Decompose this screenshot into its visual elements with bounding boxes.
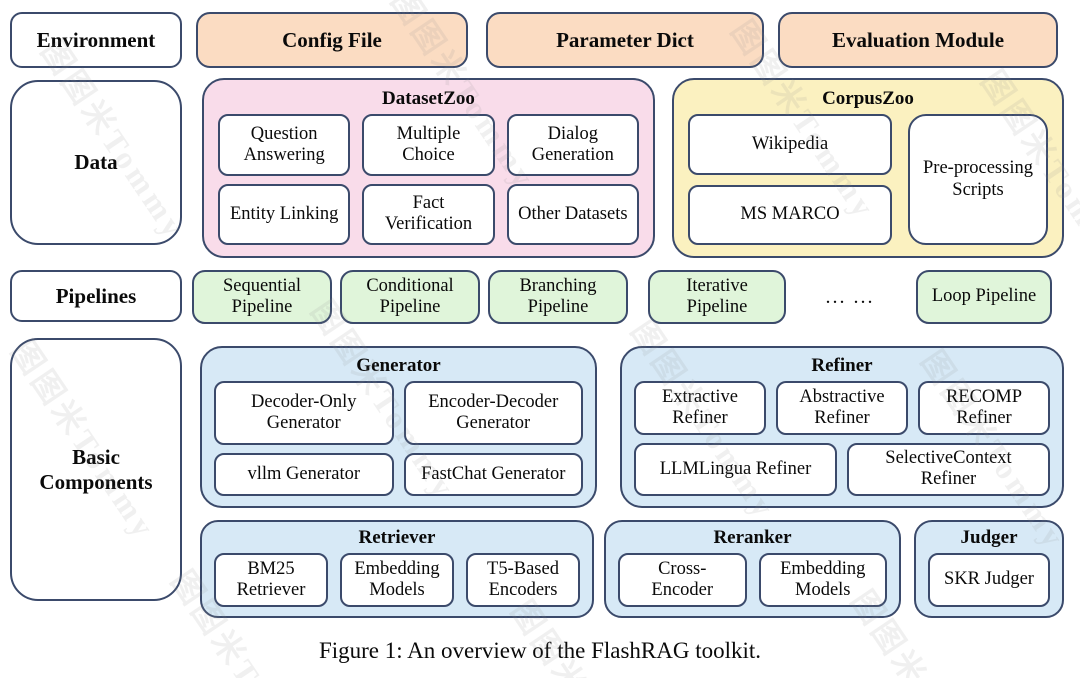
refiner-item-llmlingua: LLMLingua Refiner [634,442,837,496]
generator-title: Generator [356,355,441,376]
retriever-item-t5-encoders: T5-Based Encoders [466,553,580,607]
refiner-group: Refiner Extractive Refiner Abstractive R… [620,346,1064,508]
retriever-items: BM25 Retriever Embedding Models T5-Based… [214,553,580,607]
generator-item-decoder-only: Decoder-Only Generator [214,381,394,446]
datasetzoo-title: DatasetZoo [382,88,475,109]
refiner-item-selectivecontext: SelectiveContext Refiner [847,442,1050,496]
retriever-title: Retriever [358,527,436,548]
refiner-item-recomp: RECOMP Refiner [918,381,1050,435]
dataset-item-question-answering: Question Answering [218,114,351,176]
refiner-item-abstractive: Abstractive Refiner [776,381,908,435]
generator-items: Decoder-Only Generator Encoder-Decoder G… [214,381,583,496]
generator-item-vllm: vllm Generator [214,453,394,496]
generator-group: Generator Decoder-Only Generator Encoder… [200,346,597,508]
retriever-item-embedding-models: Embedding Models [340,553,454,607]
judger-group: Judger SKR Judger [914,520,1064,618]
corpuszoo-group: CorpusZoo Wikipedia MS MARCO Pre-process… [672,78,1064,258]
corpus-item-ms-marco: MS MARCO [688,184,892,245]
corpuszoo-items: Wikipedia MS MARCO Pre-processing Script… [688,114,1048,245]
corpuszoo-title: CorpusZoo [822,88,914,109]
environment-box-parameter-dict: Parameter Dict [486,12,764,68]
judger-title: Judger [960,527,1018,548]
environment-box-config-file: Config File [196,12,468,68]
row-label-environment: Environment [10,12,182,68]
judger-item-skr: SKR Judger [928,553,1050,607]
generator-item-fastchat: FastChat Generator [403,453,583,496]
reranker-title: Reranker [713,527,792,548]
figure-caption: Figure 1: An overview of the FlashRAG to… [318,638,762,663]
judger-items: SKR Judger [928,553,1050,607]
datasetzoo-items: Question Answering Multiple Choice Dialo… [218,114,639,245]
corpus-item-wikipedia: Wikipedia [688,114,892,175]
refiner-item-extractive: Extractive Refiner [634,381,766,435]
pipeline-box-loop: Loop Pipeline [916,270,1052,324]
refiner-title: Refiner [811,355,873,376]
reranker-group: Reranker Cross-Encoder Embedding Models [604,520,901,618]
dataset-item-other-datasets: Other Datasets [506,183,639,245]
pipeline-box-sequential: Sequential Pipeline [192,270,332,324]
reranker-item-embedding-models: Embedding Models [758,553,887,607]
retriever-group: Retriever BM25 Retriever Embedding Model… [200,520,594,618]
corpuszoo-right-column: Pre-processing Scripts [908,114,1048,245]
generator-item-encoder-decoder: Encoder-Decoder Generator [403,381,583,446]
reranker-items: Cross-Encoder Embedding Models [618,553,887,607]
row-label-basic-components: Basic Components [10,338,182,601]
dataset-item-multiple-choice: Multiple Choice [362,114,495,176]
refiner-row-2: LLMLingua Refiner SelectiveContext Refin… [634,442,1050,496]
row-label-pipelines: Pipelines [10,270,182,322]
dataset-item-entity-linking: Entity Linking [218,183,351,245]
pipeline-ellipsis: ... ... [825,286,875,308]
corpuszoo-left-column: Wikipedia MS MARCO [688,114,892,245]
corpus-item-preprocessing-scripts: Pre-processing Scripts [908,114,1048,245]
environment-box-evaluation-module: Evaluation Module [778,12,1058,68]
refiner-items: Extractive Refiner Abstractive Refiner R… [634,381,1050,496]
pipeline-box-branching: Branching Pipeline [488,270,628,324]
dataset-item-fact-verification: Fact Verification [362,183,495,245]
datasetzoo-group: DatasetZoo Question Answering Multiple C… [202,78,655,258]
reranker-item-cross-encoder: Cross-Encoder [618,553,747,607]
row-label-data: Data [10,80,182,245]
pipeline-box-conditional: Conditional Pipeline [340,270,480,324]
pipeline-box-iterative: Iterative Pipeline [648,270,786,324]
retriever-item-bm25: BM25 Retriever [214,553,328,607]
dataset-item-dialog-generation: Dialog Generation [506,114,639,176]
refiner-row-1: Extractive Refiner Abstractive Refiner R… [634,381,1050,435]
